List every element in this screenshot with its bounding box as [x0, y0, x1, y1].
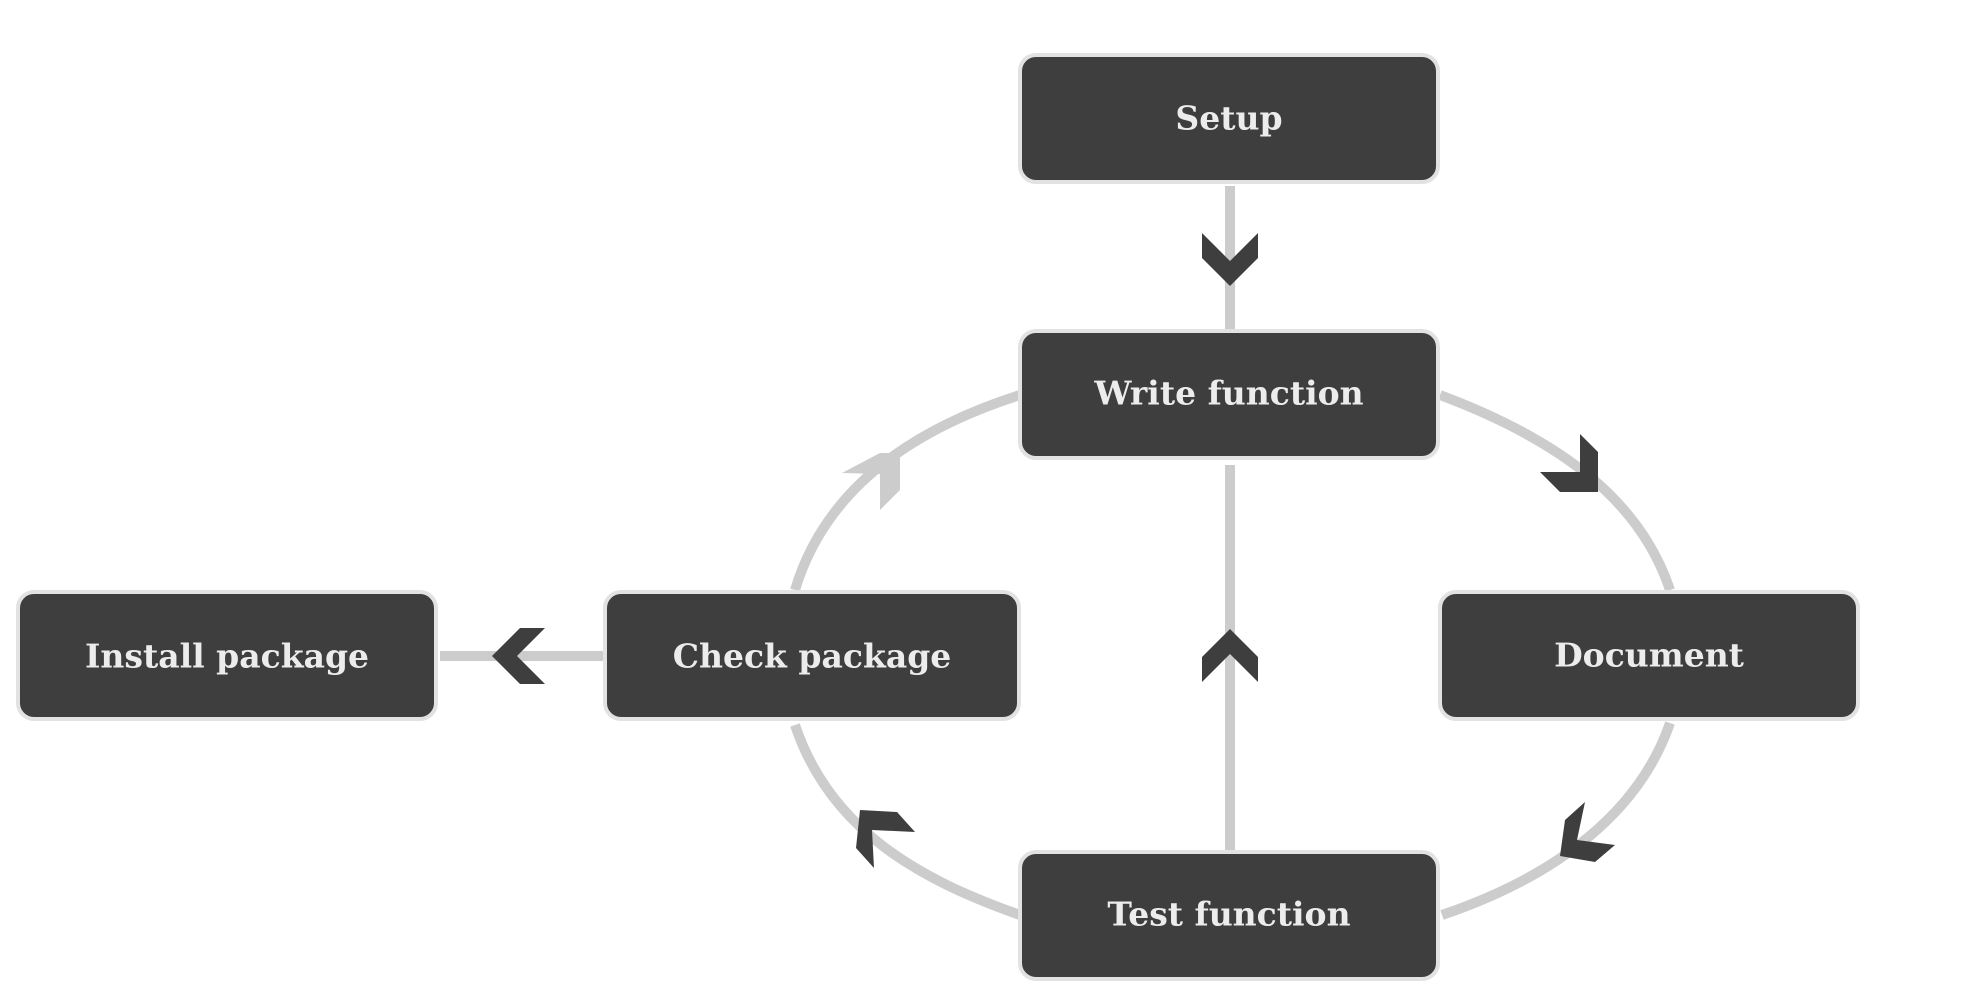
node-write-function-label: Write function: [1093, 374, 1363, 413]
node-document-label: Document: [1554, 636, 1745, 675]
node-setup-label: Setup: [1175, 99, 1282, 138]
arrowhead-test-to-write: [1202, 629, 1258, 682]
node-test-function-label: Test function: [1107, 895, 1350, 934]
arrowhead-test-to-check: [856, 810, 915, 868]
arrowhead-write-to-document: [1540, 434, 1598, 492]
node-document[interactable]: Document: [1438, 590, 1860, 721]
arrowhead-setup-to-write: [1202, 233, 1258, 286]
node-test-function[interactable]: Test function: [1018, 850, 1440, 981]
node-check-package-label: Check package: [673, 637, 952, 676]
edge-setup-to-write: [1202, 186, 1258, 332]
edge-check-to-write: [790, 390, 1022, 592]
arrowhead-check-to-install: [492, 628, 545, 684]
node-write-function[interactable]: Write function: [1018, 329, 1440, 460]
edge-write-to-document: [1438, 390, 1675, 592]
node-install-package-label: Install package: [85, 637, 369, 676]
edge-check-to-install: [440, 628, 607, 684]
arrowhead-document-to-test: [1560, 802, 1615, 862]
edge-test-to-check: [790, 723, 1022, 920]
edge-document-to-test: [1440, 721, 1675, 920]
node-install-package[interactable]: Install package: [16, 590, 438, 721]
arrowhead-check-to-write: [842, 453, 900, 510]
edge-test-to-write: [1202, 465, 1258, 850]
node-check-package[interactable]: Check package: [603, 590, 1021, 721]
node-setup[interactable]: Setup: [1018, 53, 1440, 184]
